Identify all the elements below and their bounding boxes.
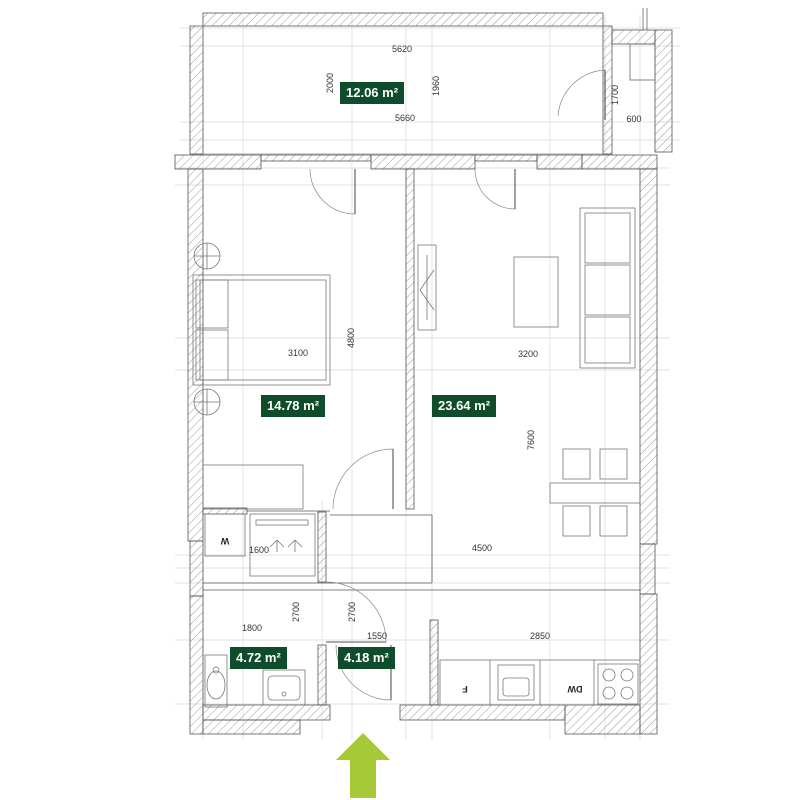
balcony-structure xyxy=(189,8,673,155)
dim-side-1700: 1700 xyxy=(610,85,620,105)
dim-living-width: 3200 xyxy=(518,349,538,359)
living-area-text: 23.64 m² xyxy=(438,398,491,413)
interior-walls xyxy=(202,168,640,706)
dim-kitchen-width: 2850 xyxy=(530,631,550,641)
dim-bedroom-depth: 4800 xyxy=(346,328,356,348)
bedroom-furniture xyxy=(192,242,331,510)
dim-corridor-width: 4500 xyxy=(472,543,492,553)
washer-label: W xyxy=(220,536,229,546)
bedroom-area-text: 14.78 m² xyxy=(267,398,320,413)
living-area-label: 23.64 m² xyxy=(432,395,497,417)
dim-balcony-top: 5620 xyxy=(392,44,412,54)
kitchen-units xyxy=(439,659,641,706)
fridge-label: F xyxy=(462,684,468,694)
dim-balcony-bottom: 5660 xyxy=(395,113,415,123)
bathroom-area-text: 4.72 m² xyxy=(236,650,281,665)
hall-area-text: 4.18 m² xyxy=(344,650,389,665)
dim-balcony-right: 1960 xyxy=(431,76,441,96)
dishwasher-label: DW xyxy=(567,684,582,694)
dim-hall-width: 1550 xyxy=(367,631,387,641)
bathroom-fixtures xyxy=(204,654,306,708)
up-arrow-icon xyxy=(336,733,390,798)
dim-bedroom-width: 3100 xyxy=(288,348,308,358)
dim-hall-depth: 2700 xyxy=(347,602,357,622)
hall-area-label: 4.18 m² xyxy=(338,647,395,669)
dim-balcony-left: 2000 xyxy=(325,73,335,93)
dimension-labels: 5620 5660 2000 1960 1700 600 3100 4800 3… xyxy=(242,44,642,641)
bedroom-area-label: 14.78 m² xyxy=(261,395,326,417)
balcony-area-text: 12.06 m² xyxy=(346,85,399,100)
dim-side-600: 600 xyxy=(626,114,641,124)
utility-furniture xyxy=(204,513,316,577)
balcony-area-label: 12.06 m² xyxy=(340,82,405,104)
doors xyxy=(309,168,516,701)
dim-living-depth: 7600 xyxy=(526,430,536,450)
bathroom-area-label: 4.72 m² xyxy=(230,647,287,669)
dim-bathroom-width: 1800 xyxy=(242,623,262,633)
living-furniture xyxy=(417,207,641,537)
dim-wardrobe-width: 1600 xyxy=(249,545,269,555)
dim-bathroom-depth: 2700 xyxy=(291,602,301,622)
